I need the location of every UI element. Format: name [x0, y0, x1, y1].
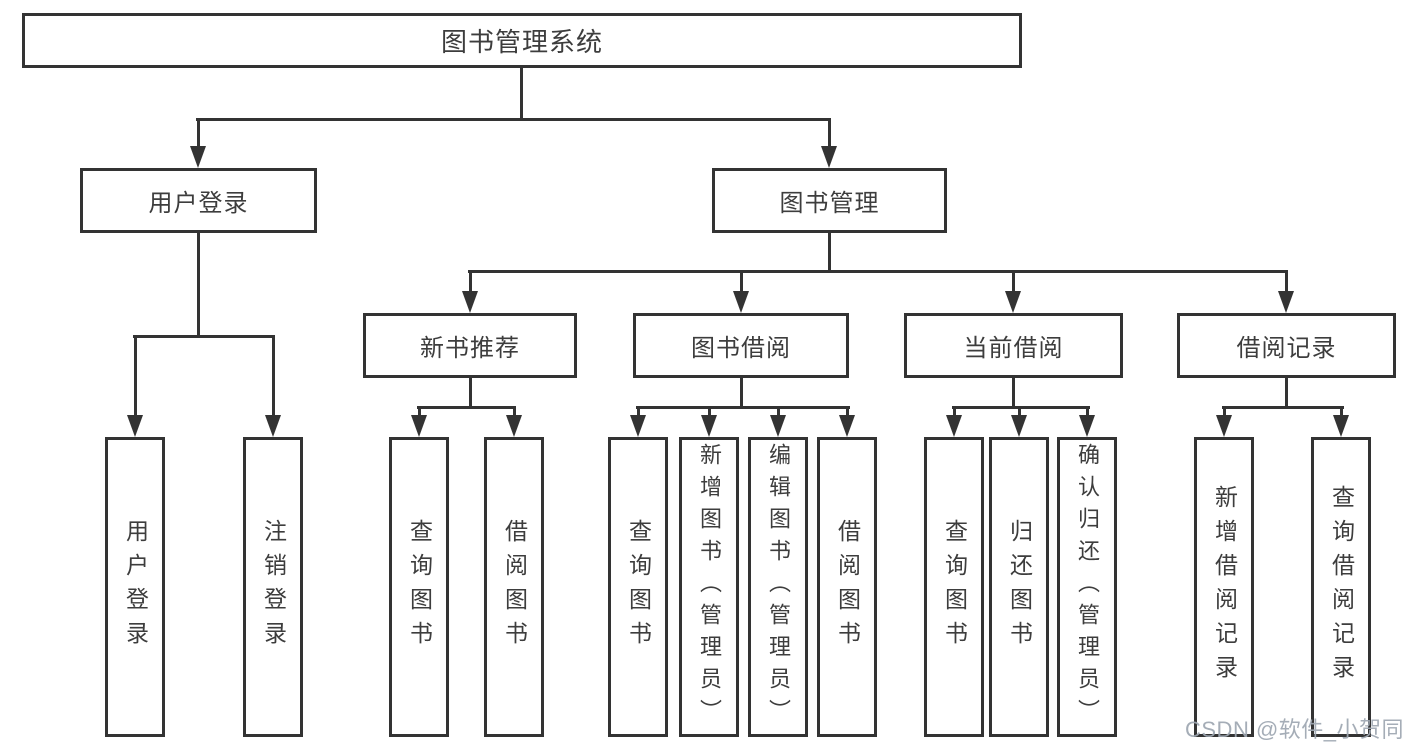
node-user-login-label: 用户登录: [148, 190, 249, 217]
leaf-newbooks-query-books: 查询图书: [389, 437, 449, 737]
arrow-head-to-leaf-borrowing-edit: [770, 415, 786, 437]
leaf-records-query-record-label: 查询借阅记录: [1328, 485, 1355, 689]
arrow-shaft-to-book-management: [828, 118, 831, 150]
node-new-book-recommendation-label: 新书推荐: [420, 335, 520, 362]
leaf-borrowing-borrow-books: 借阅图书: [817, 437, 877, 737]
leaf-logout-label: 注销登录: [260, 519, 287, 655]
connector-stub-current-borrowing: [1012, 377, 1015, 406]
arrow-head-to-user-login: [190, 146, 206, 168]
connector-rail-new-book-recommendation: [417, 406, 516, 409]
arrow-shaft-to-leaf-logout: [272, 335, 275, 419]
connector-stub-book-borrowing: [740, 377, 743, 406]
leaf-current-query-books: 查询图书: [924, 437, 984, 737]
leaf-borrowing-query-books: 查询图书: [608, 437, 668, 737]
arrow-head-to-leaf-borrowing-borrow: [839, 415, 855, 437]
node-library-management-system: 图书管理系统: [22, 13, 1022, 68]
connector-stub-borrowing-records: [1285, 377, 1288, 406]
leaf-current-confirm-return-admin: 确认归还（管理员）: [1057, 437, 1117, 737]
arrow-shaft-to-user-login: [197, 118, 200, 150]
leaf-borrowing-edit-books-admin: 编辑图书（管理员）: [748, 437, 808, 737]
arrow-head-to-leaf-current-return: [1011, 415, 1027, 437]
node-current-borrowing-label: 当前借阅: [963, 335, 1064, 362]
connector-stub-user-login: [197, 232, 200, 335]
arrow-shaft-to-leaf-current-return: [1018, 406, 1021, 419]
arrow-shaft-to-leaf-current-query: [953, 406, 956, 419]
node-current-borrowing: 当前借阅: [904, 313, 1123, 378]
arrow-head-to-leaf-newbooks-borrow: [506, 415, 522, 437]
connector-rail-user-login: [133, 335, 275, 338]
arrow-shaft-to-leaf-records-query: [1340, 406, 1343, 419]
leaf-current-return-books: 归还图书: [989, 437, 1049, 737]
csdn-watermark: CSDN @软件_小贺同学: [1185, 717, 1405, 742]
arrow-head-to-book-management: [821, 146, 837, 168]
leaf-newbooks-query-books-label: 查询图书: [406, 519, 433, 655]
leaf-records-add-record: 新增借阅记录: [1194, 437, 1254, 737]
node-book-management: 图书管理: [712, 168, 947, 233]
arrow-head-to-leaf-records-query: [1333, 415, 1349, 437]
leaf-borrowing-edit-books-admin-label: 编辑图书（管理员）: [766, 443, 791, 731]
arrow-head-to-current-borrowing: [1005, 291, 1021, 313]
arrow-shaft-to-current-borrowing: [1012, 270, 1015, 295]
arrow-head-to-leaf-records-add: [1216, 415, 1232, 437]
leaf-borrowing-borrow-books-label: 借阅图书: [834, 519, 861, 655]
leaf-records-query-record: 查询借阅记录: [1311, 437, 1371, 737]
leaf-newbooks-borrow-books-label: 借阅图书: [501, 519, 528, 655]
leaf-current-return-books-label: 归还图书: [1006, 519, 1033, 655]
leaf-records-add-record-label: 新增借阅记录: [1211, 485, 1238, 689]
arrow-head-to-leaf-current-query: [946, 415, 962, 437]
arrow-head-to-borrowing-records: [1278, 291, 1294, 313]
arrow-head-to-leaf-user-login: [127, 415, 143, 437]
connector-rail-borrowing-records: [1222, 406, 1344, 409]
connector-stub-new-book-recommendation: [469, 377, 472, 406]
leaf-borrowing-add-books-admin-label: 新增图书（管理员）: [697, 443, 722, 731]
leaf-user-login: 用户登录: [105, 437, 165, 737]
connector-stub-root: [520, 67, 523, 118]
node-borrowing-records-label: 借阅记录: [1236, 335, 1337, 362]
node-borrowing-records: 借阅记录: [1177, 313, 1396, 378]
node-book-borrowing: 图书借阅: [633, 313, 849, 378]
connector-rail-current-borrowing: [952, 406, 1090, 409]
arrow-head-to-leaf-logout: [265, 415, 281, 437]
arrow-head-to-new-book-recommendation: [462, 291, 478, 313]
connector-rail-book-borrowing: [636, 406, 850, 409]
node-user-login: 用户登录: [80, 168, 317, 233]
arrow-head-to-leaf-newbooks-query: [411, 415, 427, 437]
arrow-head-to-leaf-borrowing-query: [630, 415, 646, 437]
arrow-shaft-to-book-borrowing: [740, 270, 743, 295]
arrow-shaft-to-leaf-current-confirm: [1086, 406, 1089, 419]
arrow-head-to-book-borrowing: [733, 291, 749, 313]
leaf-newbooks-borrow-books: 借阅图书: [484, 437, 544, 737]
leaf-borrowing-query-books-label: 查询图书: [625, 519, 652, 655]
connector-rail-level3: [468, 270, 1288, 273]
arrow-head-to-leaf-current-confirm: [1079, 415, 1095, 437]
leaf-logout: 注销登录: [243, 437, 303, 737]
node-book-borrowing-label: 图书借阅: [691, 335, 791, 362]
connector-rail-level2: [196, 118, 831, 121]
leaf-current-query-books-label: 查询图书: [941, 519, 968, 655]
connector-stub-book-management: [828, 232, 831, 270]
arrow-shaft-to-borrowing-records: [1285, 270, 1288, 295]
arrow-shaft-to-leaf-newbooks-borrow: [513, 406, 516, 419]
leaf-user-login-label: 用户登录: [122, 519, 149, 655]
arrow-shaft-to-leaf-user-login: [134, 335, 137, 419]
arrow-shaft-to-leaf-records-add: [1223, 406, 1226, 419]
arrow-head-to-leaf-borrowing-add: [701, 415, 717, 437]
node-new-book-recommendation: 新书推荐: [363, 313, 577, 378]
arrow-shaft-to-leaf-borrowing-edit: [777, 406, 780, 419]
node-book-management-label: 图书管理: [779, 190, 880, 217]
arrow-shaft-to-leaf-borrowing-query: [637, 406, 640, 419]
arrow-shaft-to-leaf-newbooks-query: [418, 406, 421, 419]
leaf-current-confirm-return-admin-label: 确认归还（管理员）: [1075, 443, 1100, 731]
arrow-shaft-to-leaf-borrowing-add: [708, 406, 711, 419]
node-library-management-system-label: 图书管理系统: [440, 27, 603, 57]
arrow-shaft-to-new-book-recommendation: [469, 270, 472, 295]
arrow-shaft-to-leaf-borrowing-borrow: [846, 406, 849, 419]
leaf-borrowing-add-books-admin: 新增图书（管理员）: [679, 437, 739, 737]
